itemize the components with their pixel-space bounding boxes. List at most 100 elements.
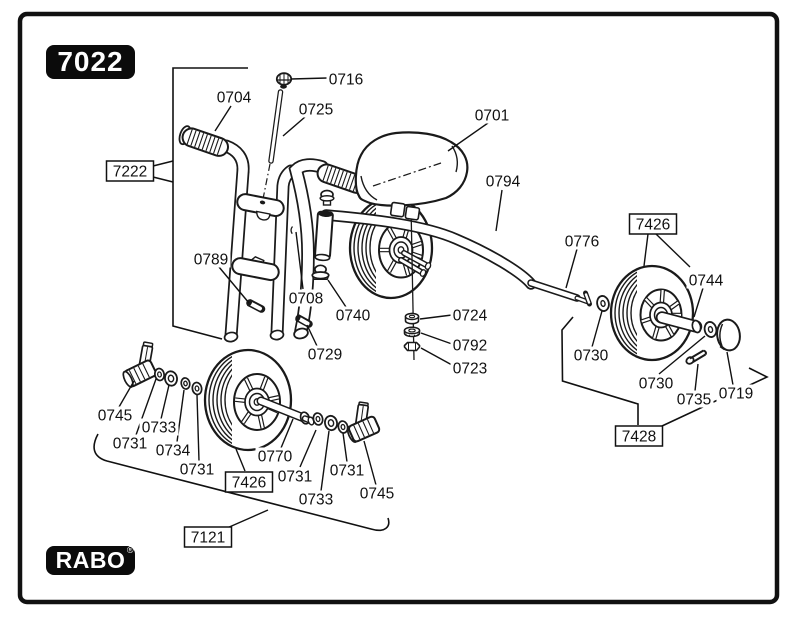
part-label-0704: 0704 — [217, 90, 252, 107]
assembly-label-box — [105, 160, 155, 182]
part-label-0716: 0716 — [329, 72, 363, 89]
part-label-0731: 0731 — [180, 462, 214, 479]
bolt-0729 — [295, 314, 313, 328]
part-label-bg — [483, 172, 523, 190]
part-label-0730: 0730 — [639, 376, 674, 393]
rear-wheel-7426 — [609, 264, 695, 362]
washer-0731-a — [154, 367, 165, 382]
front-wheel-exploded-assembly — [122, 341, 381, 452]
page-border — [17, 11, 780, 605]
brand-text: RABO — [55, 547, 126, 573]
flanged-nut-0740 — [311, 264, 330, 280]
rear-frame-bar-0794 — [320, 209, 537, 290]
part-label-0745: 0745 — [360, 486, 394, 503]
assembly-label-7426: 7426 — [224, 471, 274, 493]
part-label-bg — [110, 434, 150, 452]
part-label-bg — [327, 461, 367, 479]
part-label-bg — [716, 384, 756, 402]
part-label-bg — [275, 467, 315, 485]
part-label-bg — [139, 418, 179, 436]
part-number-labels: 0716 0704 0725 0701 0794 0776 0744 0789 0708 0740… — [95, 70, 756, 509]
axle-sleeve-0744 — [655, 311, 703, 334]
part-label-bg — [450, 359, 490, 377]
part-label-bg — [296, 490, 336, 508]
washer-0724 — [404, 312, 420, 325]
part-label-bg — [674, 390, 714, 408]
seat-clamps — [389, 201, 421, 221]
assembly-label-text: 7121 — [191, 530, 225, 547]
front-wheel-7426 — [203, 348, 293, 452]
part-label-0794: 0794 — [486, 174, 521, 191]
assembly-label-text: 7426 — [636, 217, 670, 234]
part-label-0776: 0776 — [565, 234, 599, 251]
part-label-0734: 0734 — [156, 443, 191, 460]
part-label-bg — [296, 100, 336, 118]
seat-0701 — [354, 131, 469, 207]
bracket-7222 — [152, 67, 248, 340]
head-tube-0708-area — [314, 210, 334, 262]
part-label-0731: 0731 — [330, 463, 364, 480]
part-label-bg — [562, 232, 602, 250]
part-label-0724: 0724 — [453, 308, 488, 325]
part-label-bg — [214, 88, 254, 106]
part-label-0708: 0708 — [289, 291, 323, 308]
part-label-0731: 0731 — [278, 469, 312, 486]
assembly-label-text: 7426 — [232, 475, 266, 492]
assembly-label-box — [614, 425, 664, 447]
part-label-bg — [286, 289, 326, 307]
part-label-0725: 0725 — [299, 102, 333, 119]
washer-0731-c — [312, 412, 324, 426]
part-label-bg — [191, 250, 231, 268]
fork-step-plate — [231, 256, 280, 282]
part-label-0789: 0789 — [194, 252, 228, 269]
steering-rod-group — [262, 72, 293, 200]
pedal-0745-left — [122, 341, 157, 388]
part-label-bg — [153, 441, 193, 459]
washer-0731-b — [191, 381, 203, 396]
part-label-bg — [305, 345, 345, 363]
washer-0730-left — [596, 295, 610, 312]
part-label-bg — [450, 336, 490, 354]
registered-trademark-icon: ® — [126, 545, 134, 555]
assembly-label-box — [183, 526, 233, 548]
part-label-0731: 0731 — [113, 436, 147, 453]
bushing-0733-b — [324, 414, 338, 432]
steering-tube-0725 — [262, 89, 284, 200]
cap-bolt — [319, 189, 335, 206]
assembly-label-7222: 7222 — [105, 160, 155, 182]
assembly-label-box — [628, 213, 678, 235]
part-label-0744: 0744 — [689, 273, 724, 290]
assembly-label-text: 7428 — [622, 429, 656, 446]
model-badge: 7022 — [46, 45, 135, 79]
part-label-0735: 0735 — [677, 392, 711, 409]
bushing-0733-a — [164, 370, 178, 387]
part-label-bg — [255, 447, 295, 465]
part-label-0740: 0740 — [336, 308, 371, 325]
part-label-bg — [95, 406, 135, 424]
washer-0792 — [403, 326, 421, 338]
part-label-bg — [636, 374, 676, 392]
part-label-bg — [177, 460, 217, 478]
part-label-bg — [686, 271, 726, 289]
part-label-0733: 0733 — [299, 492, 333, 509]
frame-tube-notch — [290, 226, 294, 235]
part-label-bg — [450, 306, 490, 324]
bolt-0789 — [246, 299, 266, 313]
bracket-7428 — [561, 316, 769, 427]
part-label-0733: 0733 — [142, 420, 176, 437]
rear-axle-assembly — [527, 264, 741, 365]
bracket-7121 — [93, 433, 390, 532]
brand-logo: RABO ® — [46, 546, 135, 575]
assembly-label-7428: 7428 — [614, 425, 664, 447]
frame-tube-foot — [293, 327, 309, 340]
leader-lines — [118, 77, 734, 529]
part-label-0792: 0792 — [453, 338, 487, 355]
assembly-label-7426: 7426 — [628, 213, 678, 235]
handlebar-grip-left — [178, 125, 229, 157]
washer-stack — [403, 312, 421, 352]
part-label-bg — [472, 106, 512, 124]
part-label-0719: 0719 — [719, 386, 753, 403]
part-label-0701: 0701 — [475, 108, 509, 125]
